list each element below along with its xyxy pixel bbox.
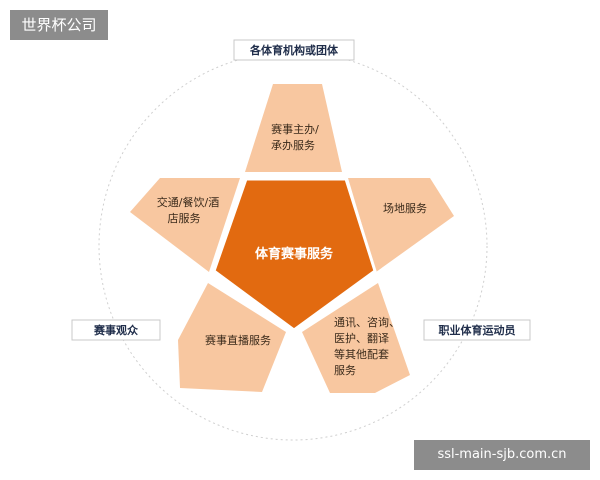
petal-lower-right-line-3: 等其他配套 bbox=[334, 347, 389, 361]
petal-upper-left-line-1: 交通/餐饮/酒 bbox=[157, 195, 219, 209]
petal-lower-left-line-1: 赛事直播服务 bbox=[205, 333, 271, 347]
petal-top-line-1: 赛事主办/ bbox=[271, 122, 319, 136]
petal-upper-left-line-2: 店服务 bbox=[168, 211, 201, 225]
watermark-top-left: 世界杯公司 bbox=[10, 10, 108, 40]
petal-upper-right bbox=[348, 178, 454, 272]
center-pentagon bbox=[212, 177, 377, 332]
label-left-text: 赛事观众 bbox=[93, 323, 139, 337]
label-right-box bbox=[423, 319, 531, 341]
center-label: 体育赛事服务 bbox=[255, 246, 334, 262]
petal-top-line-2: 承办服务 bbox=[271, 139, 315, 152]
petal-lower-left bbox=[178, 283, 286, 392]
label-top-box bbox=[233, 39, 355, 61]
petal-lower-right bbox=[302, 283, 410, 393]
label-right: 职业体育运动员 bbox=[423, 319, 531, 341]
label-top-text: 各体育机构或团体 bbox=[249, 43, 339, 57]
petal-lower-right-line-2: 医护、翻译 bbox=[334, 331, 389, 345]
petal-lower-right-line-1: 通讯、咨询、 bbox=[334, 315, 400, 329]
label-top: 各体育机构或团体 bbox=[233, 39, 355, 61]
watermark-bottom-right: ssl-main-sjb.com.cn bbox=[414, 440, 590, 470]
outer-circle bbox=[98, 51, 488, 441]
label-left-box bbox=[71, 319, 161, 341]
label-right-text: 职业体育运动员 bbox=[439, 323, 516, 337]
petal-upper-left bbox=[130, 178, 240, 272]
petal-upper-right-line-1: 场地服务 bbox=[383, 201, 427, 215]
petal-lower-right-line-4: 服务 bbox=[334, 364, 356, 377]
label-left: 赛事观众 bbox=[71, 319, 161, 341]
petal-top bbox=[245, 84, 342, 172]
